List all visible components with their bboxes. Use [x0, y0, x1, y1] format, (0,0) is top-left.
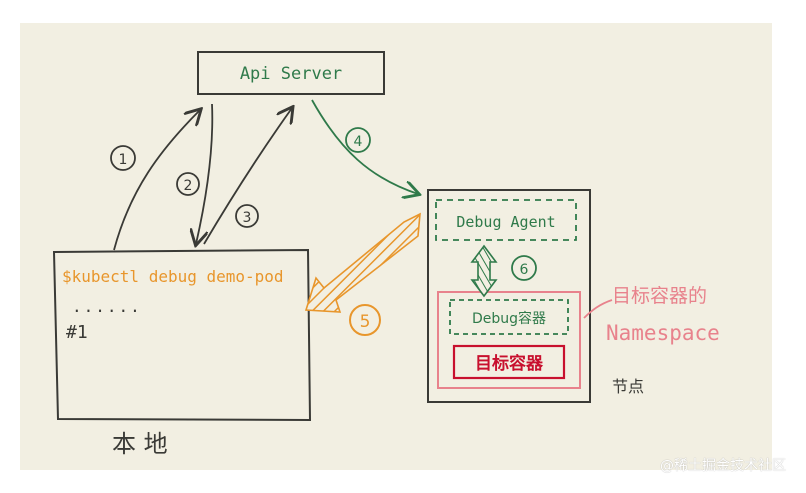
step-badge-3: 3 — [235, 204, 259, 228]
namespace-note-pointer — [583, 299, 613, 319]
api-server-box: Api Server — [197, 51, 385, 95]
arrow-step-4 — [311, 99, 418, 194]
arrow-step-5 — [304, 212, 421, 313]
node-box: Debug Agent Debug容器 目标容器 — [427, 189, 591, 403]
arrow-step-3 — [203, 108, 292, 245]
target-container-label: 目标容器 — [475, 353, 544, 374]
arrow-step-2 — [196, 103, 214, 244]
watermark: @稀土掘金技术社区 — [660, 458, 786, 474]
api-server-label: Api Server — [240, 64, 342, 84]
shell-prompt: #1 — [66, 322, 88, 343]
step-badge-5: 5 — [349, 304, 381, 336]
debug-agent-label: Debug Agent — [456, 213, 555, 231]
step-badge-2: 2 — [176, 172, 200, 196]
svg-text:4: 4 — [354, 134, 363, 150]
arrow-step-6 — [470, 244, 498, 298]
local-caption: 本 地 — [112, 430, 168, 458]
svg-text:1: 1 — [119, 152, 128, 168]
debug-agent-box — [435, 199, 577, 241]
svg-text:2: 2 — [184, 178, 193, 194]
debug-container-box — [449, 299, 569, 335]
arrow-step-1 — [113, 110, 200, 251]
namespace-box — [437, 291, 581, 389]
step-badge-1: 1 — [110, 145, 136, 171]
local-box: $kubectl debug demo-pod ...... #1 — [52, 248, 312, 422]
command-dots: ...... — [72, 297, 142, 316]
svg-text:3: 3 — [243, 210, 252, 226]
step-badge-6: 6 — [511, 255, 537, 281]
namespace-note-line1: 目标容器的 — [612, 285, 707, 307]
kubectl-command: $kubectl debug demo-pod — [62, 267, 284, 286]
namespace-note-line2: Namespace — [606, 321, 720, 345]
target-container-box — [452, 344, 566, 380]
svg-text:6: 6 — [520, 262, 529, 278]
step-badge-4: 4 — [345, 127, 371, 153]
node-caption: 节点 — [612, 377, 644, 396]
svg-text:5: 5 — [360, 312, 371, 332]
debug-container-label: Debug容器 — [472, 310, 546, 327]
